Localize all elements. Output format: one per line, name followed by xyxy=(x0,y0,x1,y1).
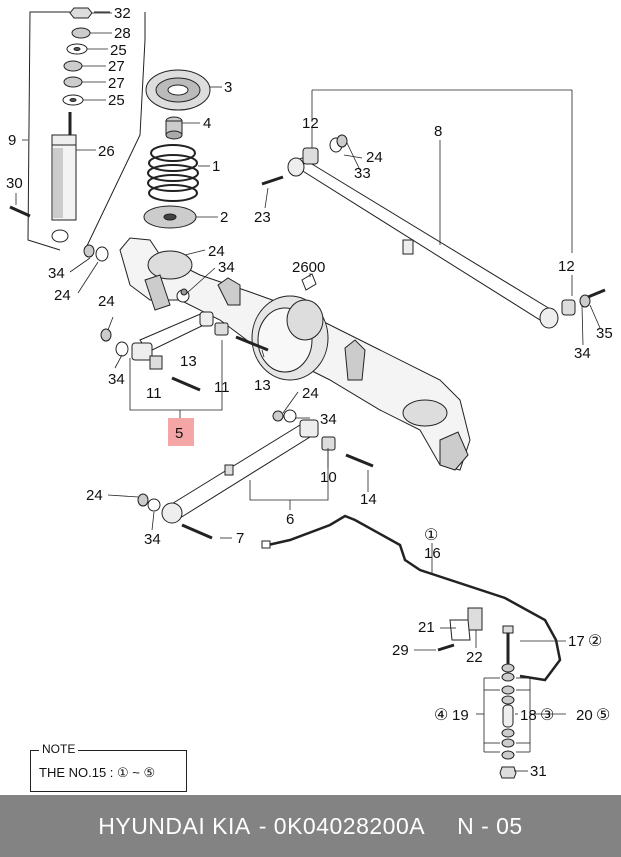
callout-13b: 13 xyxy=(254,377,271,394)
callout-3: 3 xyxy=(224,79,232,96)
callout-34a: 34 xyxy=(48,265,65,282)
rear-axle-housing xyxy=(119,237,471,471)
callout-33: 33 xyxy=(354,165,371,182)
callout-27a: 27 xyxy=(108,58,125,75)
callout-17-ref: ② xyxy=(588,633,602,650)
parts-diagram: 32 28 25 27 27 25 3 4 1 2 9 26 30 34 24 … xyxy=(6,5,613,780)
callout-30: 30 xyxy=(6,175,23,192)
callout-14: 14 xyxy=(360,491,377,508)
bushing-12b xyxy=(561,288,606,316)
control-arm-11 xyxy=(131,311,229,392)
callout-34b: 34 xyxy=(218,259,235,276)
callout-24f: 24 xyxy=(86,487,103,504)
callout-10: 10 xyxy=(320,469,337,486)
callout-24b: 24 xyxy=(208,243,225,260)
shock-absorber xyxy=(9,112,77,243)
bolt-13b xyxy=(235,335,269,352)
callout-2: 2 xyxy=(220,209,228,226)
callout-28: 28 xyxy=(114,25,131,42)
callout-1: 1 xyxy=(212,158,220,175)
spring-upper-seat xyxy=(145,69,211,111)
bolt-23 xyxy=(261,175,284,186)
callout-19: 19 xyxy=(452,707,469,724)
callout-32: 32 xyxy=(114,5,131,22)
callout-16-ref: ① xyxy=(424,527,438,544)
callout-2600: 2600 xyxy=(292,259,325,276)
callout-29: 29 xyxy=(392,642,409,659)
shock-group-outline xyxy=(27,11,146,251)
leader-lines xyxy=(15,12,601,772)
callout-27b: 27 xyxy=(108,75,125,92)
stabilizer-link xyxy=(499,625,517,779)
callout-6: 6 xyxy=(286,511,294,528)
callout-18: 18 xyxy=(520,707,537,724)
stabilizer-bracket xyxy=(437,607,483,652)
washers-left xyxy=(83,244,190,357)
callout-12a: 12 xyxy=(302,115,319,132)
callout-25b: 25 xyxy=(108,92,125,109)
trailing-arm-8 xyxy=(287,157,559,329)
callout-9: 9 xyxy=(8,132,16,149)
callout-31: 31 xyxy=(530,763,547,780)
callout-20: 20 xyxy=(576,707,593,724)
note-title: NOTE xyxy=(39,742,79,756)
lateral-arm-6 xyxy=(137,409,374,540)
shock-hardware-stack xyxy=(62,7,93,106)
note-box: NOTE THE NO.15 : ① ~ ⑤ xyxy=(30,742,187,792)
note-text: THE NO.15 : ① ~ ⑤ xyxy=(39,765,156,780)
callout-34d: 34 xyxy=(574,345,591,362)
callout-35: 35 xyxy=(596,325,613,342)
callout-21: 21 xyxy=(418,619,435,636)
callout-34c: 34 xyxy=(108,371,125,388)
spring-lower-seat xyxy=(143,205,197,229)
callout-11a: 11 xyxy=(146,385,162,402)
footer-part-number: - 0K04028200A xyxy=(258,812,426,839)
callout-20-ref: ⑤ xyxy=(596,707,610,724)
footer-page: N - 05 xyxy=(457,812,523,839)
stabilizer-bar xyxy=(261,514,562,682)
callout-8: 8 xyxy=(434,123,442,140)
callout-24a: 24 xyxy=(54,287,71,304)
callout-24c: 24 xyxy=(98,293,115,310)
callout-34e: 34 xyxy=(320,411,337,428)
footer-brand: HYUNDAI KIA xyxy=(98,812,251,839)
callout-17: 17 xyxy=(568,633,585,650)
callout-26: 26 xyxy=(98,143,115,160)
footer-bar: HYUNDAI KIA - 0K04028200A N - 05 xyxy=(0,795,621,857)
bushing-12a xyxy=(302,134,348,165)
callout-4: 4 xyxy=(203,115,211,132)
bump-stop xyxy=(165,116,183,140)
highlight-box xyxy=(168,418,194,446)
callout-12b: 12 xyxy=(558,258,575,275)
callout-5: 5 xyxy=(175,425,183,442)
callout-25a: 25 xyxy=(110,42,127,59)
callout-19-ref: ④ xyxy=(434,707,448,724)
callout-34f: 34 xyxy=(144,531,161,548)
callout-11b: 11 xyxy=(214,379,230,396)
callout-24e: 24 xyxy=(302,385,319,402)
callout-13a: 13 xyxy=(180,353,197,370)
callout-22: 22 xyxy=(466,649,483,666)
coil-spring xyxy=(147,144,199,202)
callout-23: 23 xyxy=(254,209,271,226)
callout-24d: 24 xyxy=(366,149,383,166)
callout-18-ref: ③ xyxy=(540,707,554,724)
callout-7: 7 xyxy=(236,530,244,547)
callout-16: 16 xyxy=(424,545,441,562)
